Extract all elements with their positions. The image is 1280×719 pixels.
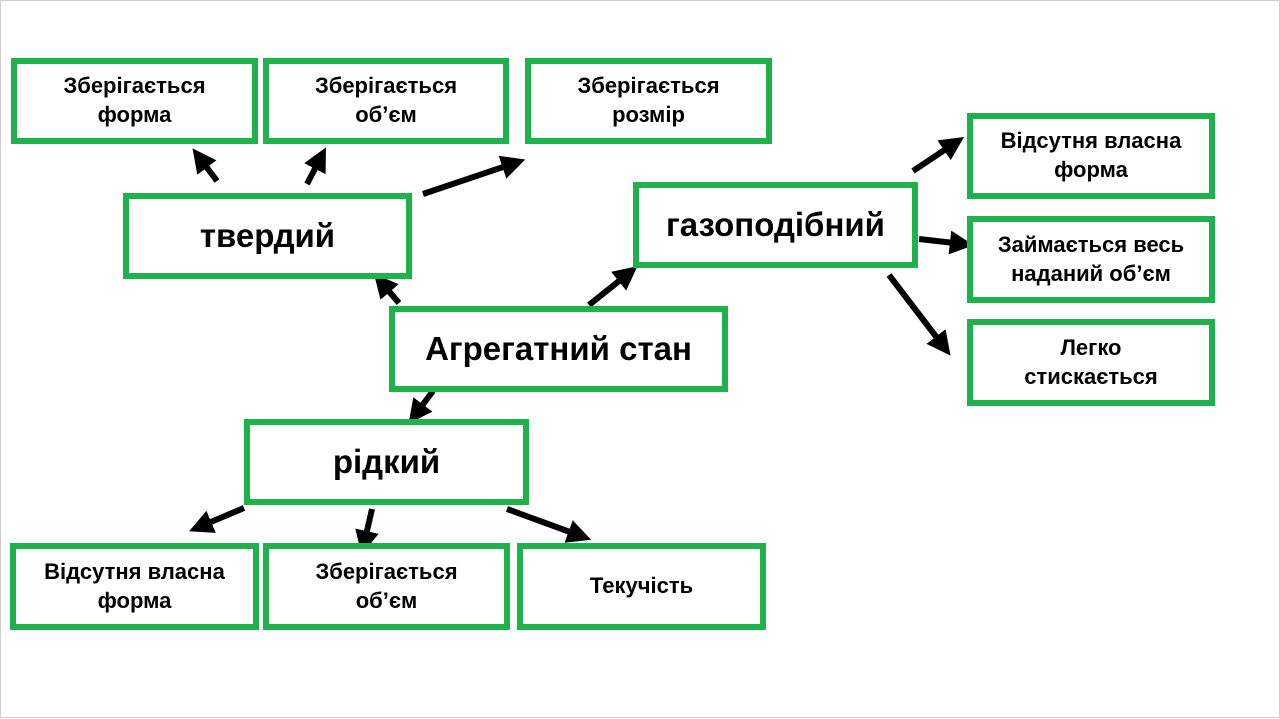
liquid-node: рідкий: [244, 419, 529, 505]
arrow-liquid-to-volume: [355, 508, 379, 555]
arrow-root-to-liquid: [408, 389, 436, 424]
liquid-item-volume: Зберігається об’єм: [263, 543, 510, 630]
solid-item-form: Зберігається форма: [11, 58, 258, 144]
liquid-item-fluidity: Текучість: [517, 543, 766, 630]
arrow-liquid-to-fluidity: [505, 506, 592, 543]
arrow-gas-to-noform: [911, 137, 964, 174]
solid-node: твердий: [123, 193, 412, 279]
solid-item-volume: Зберігається об’єм: [263, 58, 509, 144]
root-node: Агрегатний стан: [389, 306, 728, 392]
gas-node: газоподібний: [633, 182, 918, 268]
gas-item-compressible: Легко стискається: [967, 319, 1215, 406]
arrow-liquid-to-noform: [189, 505, 246, 533]
liquid-item-no-form: Відсутня власна форма: [10, 543, 259, 630]
arrow-gas-to-compressible: [886, 273, 951, 356]
solid-item-size: Зберігається розмір: [525, 58, 772, 144]
gas-item-no-form: Відсутня власна форма: [967, 113, 1215, 199]
arrow-solid-to-volume: [304, 147, 326, 186]
arrow-solid-to-form: [192, 148, 220, 183]
arrow-solid-to-size: [422, 155, 526, 197]
arrow-root-to-gas: [587, 266, 638, 308]
arrow-root-to-solid: [373, 273, 402, 305]
arrow-gas-to-fillvolume: [918, 230, 974, 255]
gas-item-fills-volume: Займається весь наданий об’єм: [967, 216, 1215, 303]
